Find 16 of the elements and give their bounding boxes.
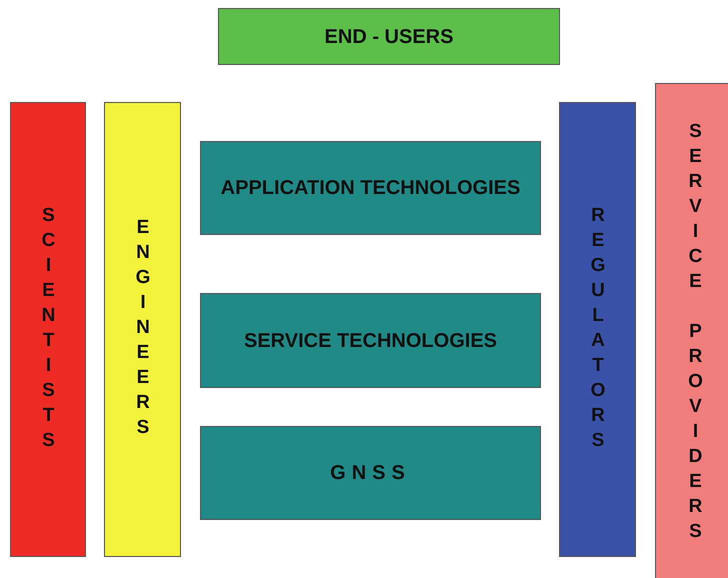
vertical-label: SERVICE PROVIDERS xyxy=(684,120,706,546)
vertical-label: ENGINEERS xyxy=(132,217,154,442)
vertical-bar xyxy=(655,83,728,578)
layer-box xyxy=(200,293,541,388)
header-box xyxy=(218,8,560,65)
layer-box xyxy=(200,426,541,520)
box-label: APPLICATION TECHNOLOGIES xyxy=(220,176,520,200)
box-label: SERVICE TECHNOLOGIES xyxy=(244,328,497,352)
vertical-label: REGULATORS xyxy=(586,204,608,454)
layer-box xyxy=(200,141,541,235)
vertical-label: SCIENTISTS xyxy=(37,204,59,454)
vertical-bar xyxy=(10,102,86,557)
box-label: GNSS xyxy=(330,461,411,485)
vertical-bar xyxy=(104,102,181,557)
vertical-bar xyxy=(559,102,636,557)
box-label: END - USERS xyxy=(324,24,454,48)
